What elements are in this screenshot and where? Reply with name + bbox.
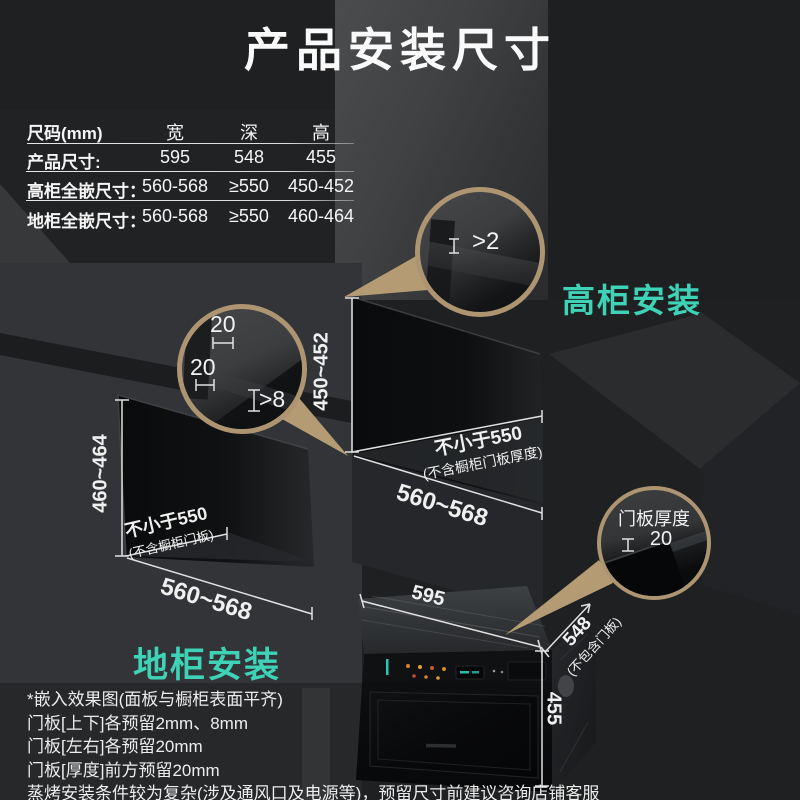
note-line: *嵌入效果图(面板与橱柜表面平齐) xyxy=(27,690,283,709)
bg-table-area xyxy=(0,110,335,263)
door-thickness-value: 20 xyxy=(649,528,673,550)
table-cell: 460-464 xyxy=(287,206,355,226)
base-side-gap-top: 20 xyxy=(210,311,236,337)
note-line: 门板[厚度]前方预留20mm xyxy=(27,760,220,780)
base-height-label: 460~464 xyxy=(89,434,112,513)
bg-left-mid xyxy=(0,263,362,693)
table-cell: 450-452 xyxy=(287,176,355,196)
table-separator xyxy=(26,200,354,202)
table-col-height: 高 xyxy=(312,123,330,143)
magnifier-base-gaps: 20 20 >8 xyxy=(177,304,307,434)
table-row-label: 高柜全嵌尺寸： xyxy=(27,182,146,201)
table-row-label: 地柜全嵌尺寸： xyxy=(27,212,146,231)
base-bottom-gap: >8 xyxy=(259,386,286,412)
table-cell: 595 xyxy=(159,147,191,167)
base-side-gap-left: 20 xyxy=(190,354,216,380)
door-thickness-label: 门板厚度 xyxy=(618,509,690,529)
table-cell: 548 xyxy=(233,147,265,167)
bg-cabinet-side-strip xyxy=(302,688,330,800)
table-separator xyxy=(27,143,354,145)
note-line: 门板[上下]各预留2mm、8mm xyxy=(27,713,248,733)
bg-top-right xyxy=(548,0,800,310)
note-line: 蒸烤安装条件较为复杂(涉及通风口及电源等)，预留尺寸前建议咨询店铺客服 xyxy=(27,784,600,800)
table-col-depth: 深 xyxy=(240,123,258,143)
table-cell: 560-568 xyxy=(141,176,209,196)
bg-bottom-left xyxy=(0,683,362,800)
installation-notes: *嵌入效果图(面板与橱柜表面平齐) 门板[上下]各预留2mm、8mm 门板[左右… xyxy=(27,688,599,800)
bg-top-left xyxy=(0,0,335,110)
table-cell: ≥550 xyxy=(229,176,269,196)
table-unit-header: 尺码(mm) xyxy=(27,124,103,143)
magnifier-top-gap: >2 xyxy=(415,187,545,317)
table-separator xyxy=(26,171,354,173)
table-cell: 455 xyxy=(305,147,337,167)
note-line: 门板[左右]各预留20mm xyxy=(27,737,203,756)
table-row-label: 产品尺寸: xyxy=(27,153,101,172)
table-cell: 560-568 xyxy=(141,206,209,226)
table-cell: ≥550 xyxy=(229,206,269,226)
table-col-width: 宽 xyxy=(166,123,184,143)
tall-height-label: 450~452 xyxy=(310,332,333,411)
page-title: 产品安装尺寸 xyxy=(244,24,556,76)
section-label-base-cabinet: 地柜安装 xyxy=(133,646,282,685)
top-gap-value: >2 xyxy=(472,228,500,255)
section-label-tall-cabinet: 高柜安装 xyxy=(562,282,702,319)
